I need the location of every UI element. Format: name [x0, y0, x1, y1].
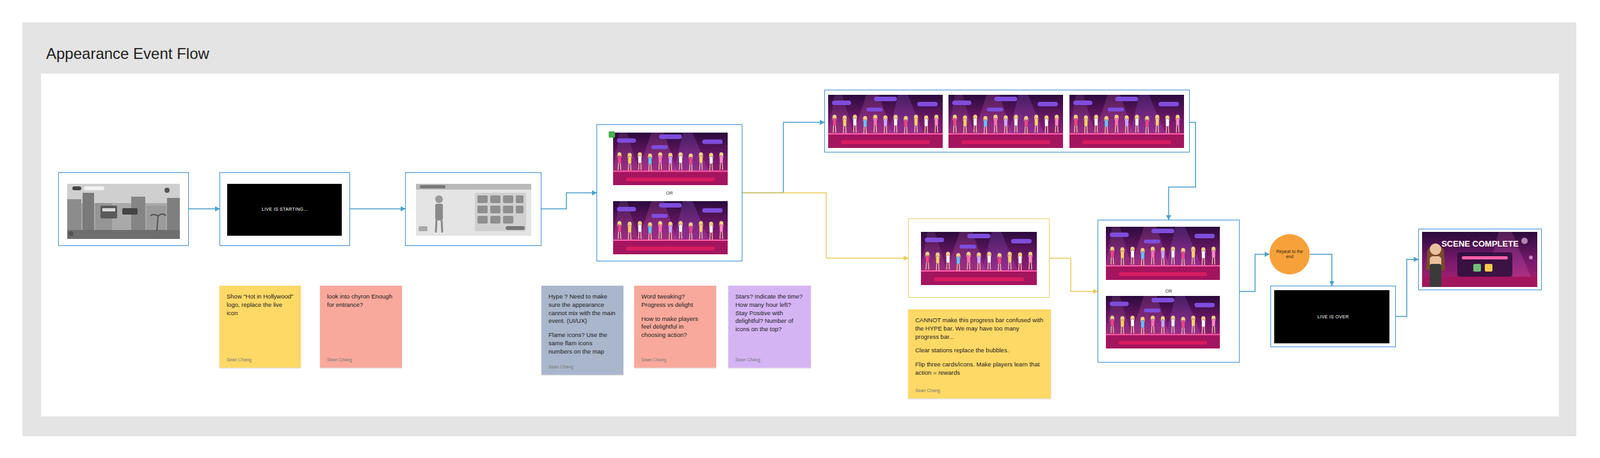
sticky-note: Hype ? Need to make sure the appearance … [541, 285, 624, 375]
note-author: Sean Chang [641, 354, 710, 362]
circle-fill [1269, 234, 1311, 275]
loop-circle: Repeat to the end [1269, 233, 1311, 275]
note-text: How to make players feel delightful in c… [641, 314, 710, 340]
note-author: Sean Chang [548, 361, 617, 369]
note-text: Flame icons? Use the same flam icons num… [548, 330, 617, 356]
screen-box: LIVE IS STARTING... [219, 172, 351, 246]
connector [1168, 122, 1196, 220]
screen-box [824, 89, 1190, 153]
node-label: Repeat to the end [1274, 248, 1305, 260]
node-label: OR [666, 190, 674, 196]
note-author: Sean Chang [327, 354, 395, 362]
note-text: look into chyron Enough for entrance? [327, 292, 395, 310]
note-text: Show "Hot in Hollywood" logo, replace th… [226, 292, 294, 317]
connector [350, 208, 406, 210]
sticky-note: look into chyron Enough for entrance? Sea… [320, 285, 402, 368]
screen-box [405, 172, 542, 246]
note-text: CANNOT make this progress bar confused w… [915, 316, 1044, 341]
note-author: Sean Chang [226, 354, 294, 362]
sticky-note: Stars? Indicate the time? How many hour … [728, 285, 811, 368]
sticky-note: Show "Hot in Hollywood" logo, replace th… [219, 285, 301, 368]
screen-box: OR [596, 124, 743, 262]
screen-box: SCENE COMPLETE [1418, 228, 1542, 290]
note-text: Stars? Indicate the time? How many hour … [735, 292, 804, 334]
connector [1239, 254, 1270, 292]
connector [742, 192, 909, 258]
screen-box [58, 172, 189, 246]
screen-box [908, 218, 1050, 298]
connector [188, 208, 220, 210]
diagram-title: Appearance Event Flow [46, 44, 210, 63]
note-text: Hype ? Need to make sure the appearance … [548, 292, 617, 326]
sticky-note: Word tweaking? Progress vs delightHow to… [634, 285, 717, 368]
screen-box: LIVE IS OVER [1270, 285, 1396, 347]
note-text: Flip three cards/icons. Make players lea… [915, 360, 1044, 377]
connector [1395, 259, 1419, 317]
note-text: Clear stations replace the bubbles. [915, 346, 1044, 355]
note-author: Sean Chang [915, 385, 1044, 393]
node-label: OR [1165, 288, 1173, 294]
connector [541, 192, 597, 209]
sticky-note: CANNOT make this progress bar confused w… [908, 309, 1051, 399]
note-text: Word tweaking? Progress vs delight [641, 292, 710, 310]
screen-box: OR [1097, 219, 1240, 363]
connector [1049, 257, 1098, 292]
connector [1310, 254, 1332, 286]
connector [742, 122, 825, 193]
node-label: SCENE COMPLETE [1441, 238, 1519, 249]
note-author: Sean Chang [735, 354, 804, 362]
node-label: LIVE IS STARTING... [261, 206, 308, 212]
node-label: LIVE IS OVER [1317, 314, 1349, 319]
